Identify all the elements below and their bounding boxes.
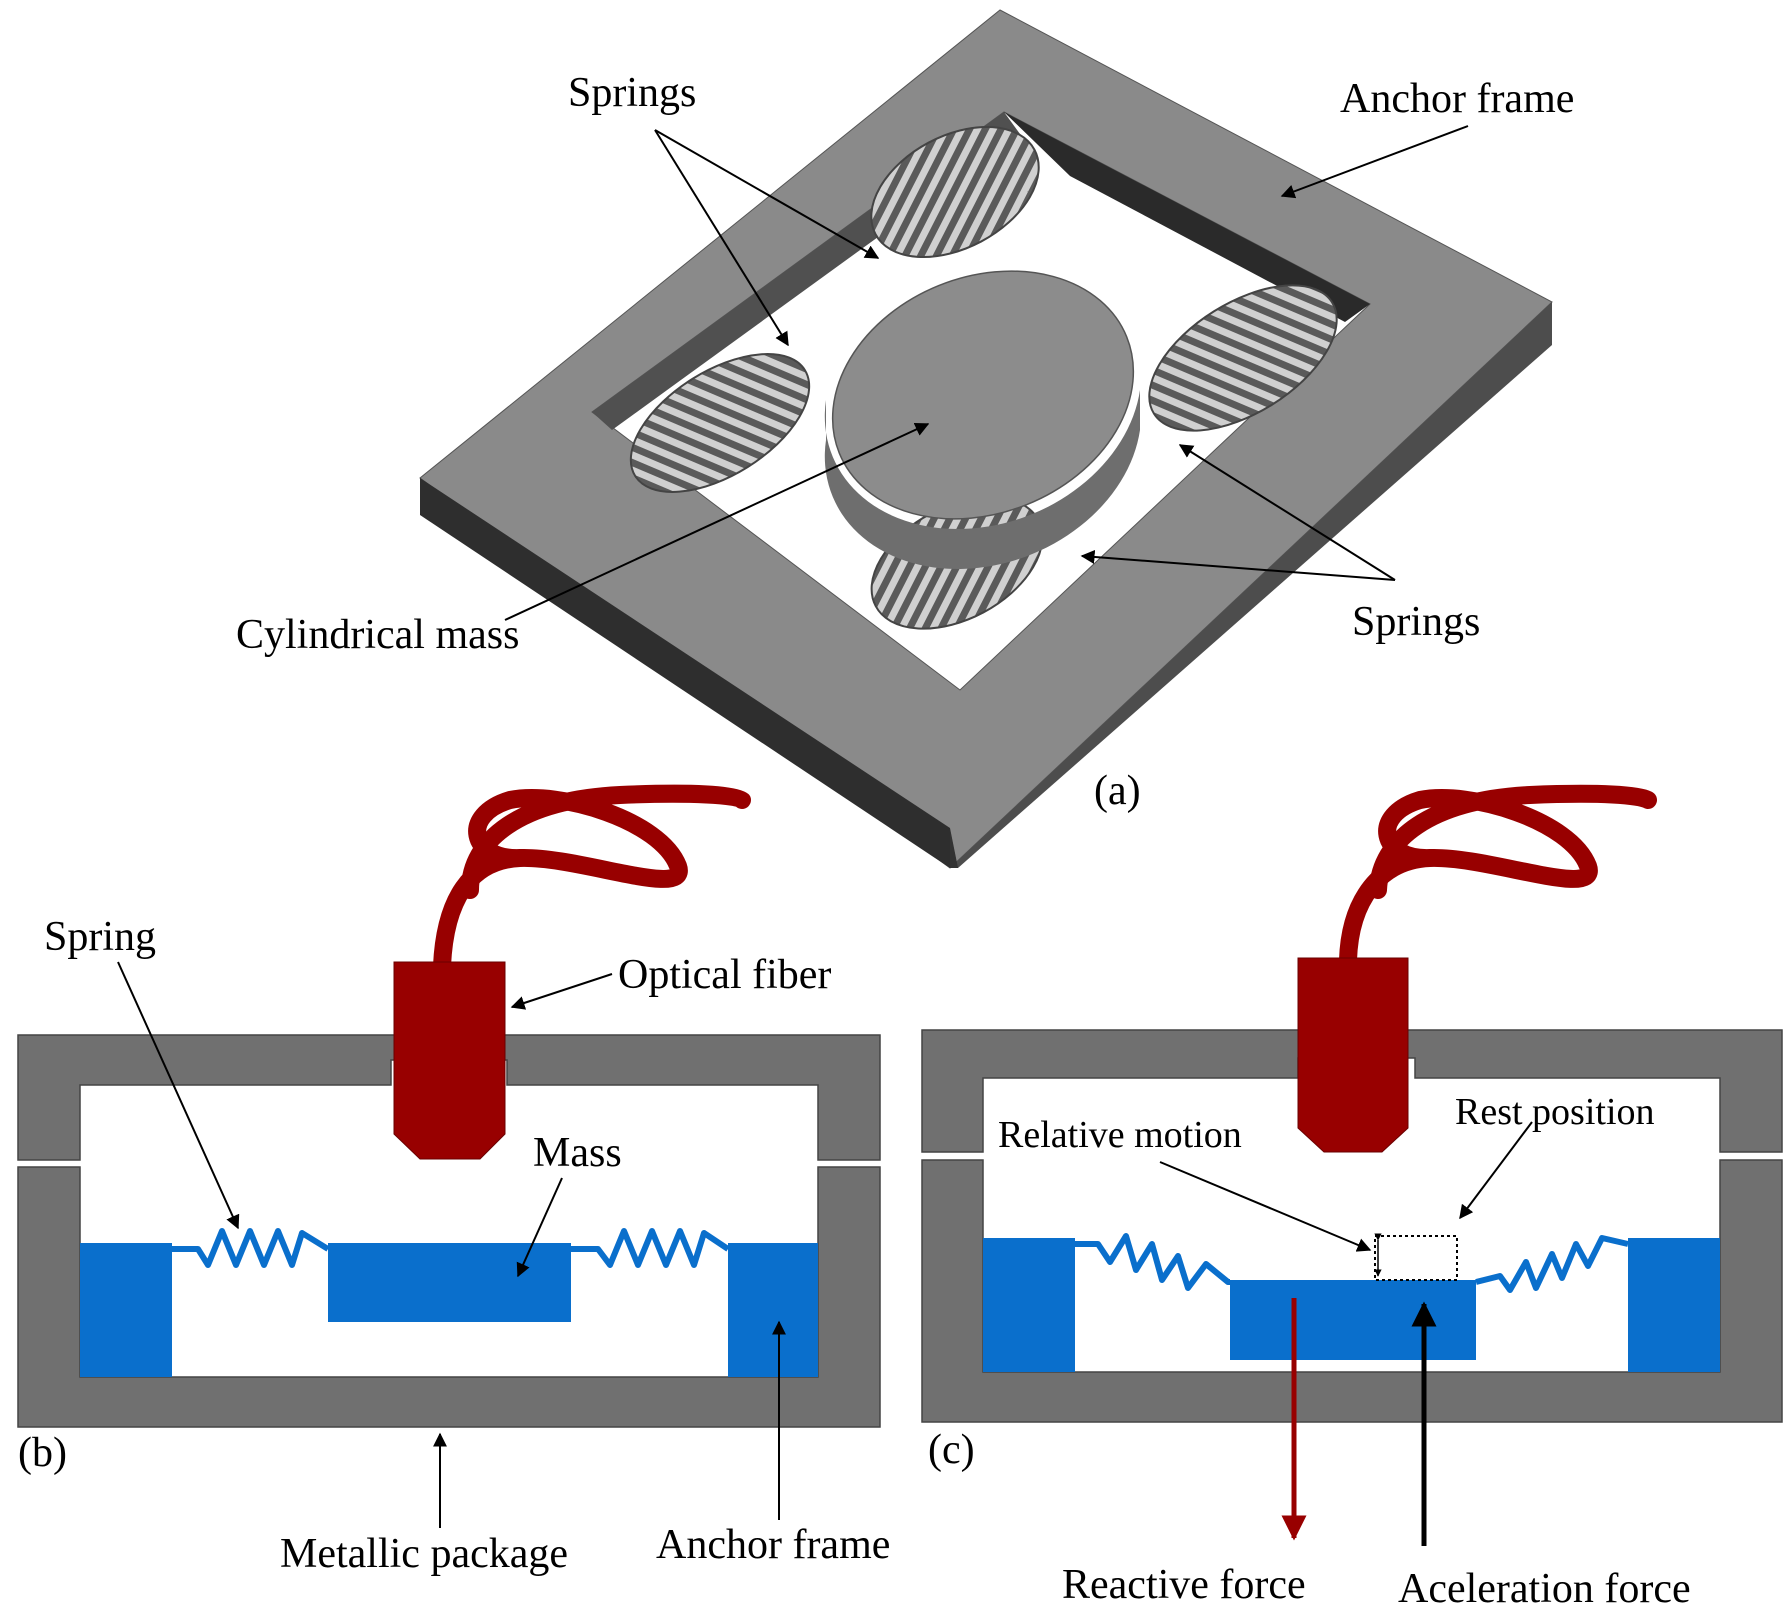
caption-b: (b)	[18, 1430, 67, 1476]
anchor-frame-right-b	[728, 1243, 818, 1377]
label-anchor-frame-b: Anchor frame	[656, 1522, 890, 1568]
arrow-rest-position	[1459, 1121, 1533, 1220]
arrow-spring-b	[117, 961, 240, 1230]
metallic-package-c	[921, 1159, 1783, 1423]
label-rest-position: Rest position	[1455, 1091, 1655, 1133]
panel-a: Springs Anchor frame Cylindrical mass Sp…	[236, 9, 1574, 869]
arrow-optical-fiber	[510, 973, 613, 1010]
optical-fiber-head-c	[1297, 957, 1409, 1153]
arrow-cylindrical-mass	[504, 422, 930, 621]
label-springs-bottom: Springs	[1352, 599, 1480, 645]
arrow-relative-motion	[1159, 1161, 1372, 1252]
arrow-mass	[516, 1177, 563, 1278]
spring-left-c	[1075, 1233, 1231, 1291]
label-cylindrical-mass: Cylindrical mass	[236, 612, 519, 658]
rest-position-outline	[1374, 1235, 1458, 1281]
anchor-frame-left-c	[983, 1238, 1075, 1372]
label-mass: Mass	[533, 1130, 622, 1176]
arrow-springs-to-left	[654, 129, 789, 347]
panel-b: Spring Optical fiber Mass (b) Metallic p…	[17, 784, 890, 1577]
spring-right	[1148, 284, 1338, 432]
anchor-frame-right-c	[1628, 1238, 1720, 1372]
label-spring-b: Spring	[44, 914, 156, 960]
mass-c	[1230, 1280, 1476, 1360]
label-optical-fiber: Optical fiber	[618, 952, 831, 998]
label-metallic-package: Metallic package	[280, 1531, 568, 1577]
anchor-frame-left-b	[80, 1243, 172, 1377]
spring-left-b	[172, 1228, 330, 1268]
cylindrical-mass-side	[824, 390, 1140, 570]
label-reactive-force: Reactive force	[1062, 1562, 1306, 1608]
arrow-springs-to-top	[654, 129, 880, 259]
spring-left	[629, 353, 811, 493]
cylindrical-mass	[831, 270, 1135, 520]
mass-b	[328, 1243, 571, 1322]
optical-fiber-cable-c	[1339, 789, 1598, 969]
optical-fiber-cable-b	[433, 789, 688, 975]
arrow-anchor-frame-a	[1280, 125, 1469, 199]
arrow-springs-to-bottom	[1080, 549, 1396, 581]
optical-fiber-head-b	[393, 961, 506, 1160]
label-anchor-frame-a: Anchor frame	[1340, 76, 1574, 122]
spring-right-c	[1475, 1235, 1629, 1293]
metallic-package-top-b	[17, 1034, 881, 1161]
label-acceleration-force: Aceleration force	[1398, 1566, 1691, 1612]
panel-c: Relative motion Rest position (c) Reacti…	[921, 784, 1783, 1612]
metallic-package-top-c	[921, 1029, 1783, 1153]
caption-c: (c)	[928, 1427, 975, 1473]
spring-right-b	[571, 1228, 730, 1268]
metallic-package-b	[17, 1166, 881, 1428]
label-relative-motion: Relative motion	[998, 1114, 1242, 1156]
spring-top	[870, 125, 1040, 259]
label-springs-top: Springs	[568, 70, 696, 116]
caption-a: (a)	[1094, 768, 1141, 814]
arrow-springs-to-right	[1178, 444, 1396, 581]
